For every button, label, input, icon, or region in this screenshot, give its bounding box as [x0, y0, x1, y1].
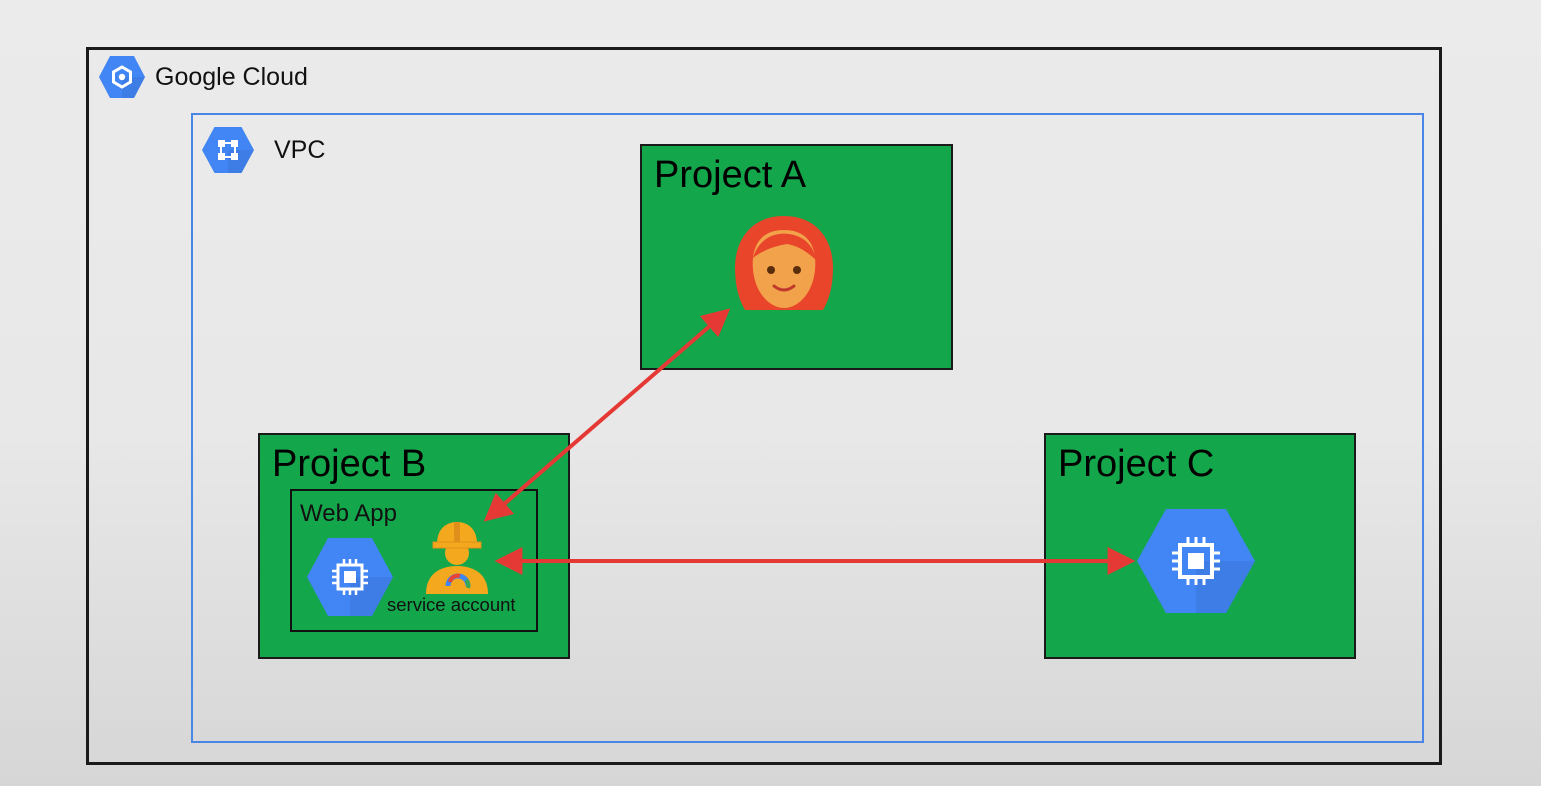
web-app-label: Web App — [300, 500, 397, 527]
vpc-boundary — [191, 113, 1424, 743]
google-cloud-boundary — [86, 47, 1442, 765]
project-b-title: Project B — [272, 443, 427, 485]
compute-engine-icon — [307, 538, 393, 616]
vpc-network-hex-icon — [202, 127, 254, 173]
compute-engine-icon — [1137, 509, 1255, 613]
arrow-service-account-to-user — [483, 308, 731, 522]
google-cloud-hex-icon — [99, 56, 145, 98]
project-c-title: Project C — [1058, 443, 1215, 485]
service-account-icon — [426, 522, 488, 594]
user-avatar-icon — [735, 216, 833, 310]
service-account-label: service account — [387, 594, 516, 615]
google-cloud-label: Google Cloud — [155, 63, 308, 91]
vpc-label: VPC — [274, 136, 326, 164]
project-a-title: Project A — [654, 154, 807, 196]
